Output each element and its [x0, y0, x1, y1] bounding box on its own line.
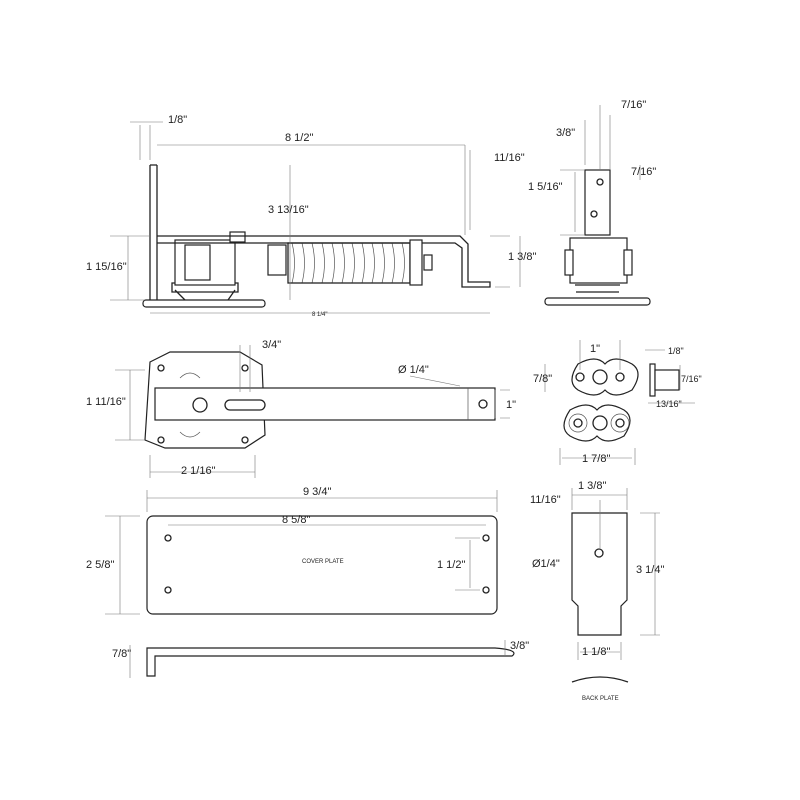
dim-2-1-16: 2 1/16"	[181, 465, 216, 477]
bp-dim-1-3-8: 1 3/8"	[578, 480, 606, 492]
cover-plate: COVER PLATE 9 3/4" 8 5/8" 2 5/8" 1 1/2" …	[86, 486, 529, 678]
dim-9-3-4: 9 3/4"	[303, 486, 331, 498]
end-view: 7/16" 3/8" 7/16" 1 5/16"	[528, 99, 656, 306]
washer-dim-1-7-8: 1 7/8"	[582, 453, 610, 465]
back-plate: 1 3/8" 11/16" Ø1/4" 3 1/4" 1 1/8" BACK P…	[530, 480, 664, 702]
dim-7-16-top: 7/16"	[621, 99, 646, 111]
dim-1-11-16: 1 11/16"	[86, 396, 126, 408]
pin-dim-1-8: 1/8"	[668, 346, 684, 356]
dim-1-5-16: 1 5/16"	[528, 181, 563, 193]
washer-dim-7-8: 7/8"	[533, 373, 552, 385]
dim-1-3-8: 1 3/8"	[508, 251, 536, 263]
pin: 1/8" 7/16" 13/16"	[645, 346, 702, 409]
dim-1: 1"	[506, 399, 516, 411]
dim-1-1-2: 1 1/2"	[437, 559, 465, 571]
dim-3-8: 3/8"	[556, 127, 575, 139]
pin-dim-13-16: 13/16"	[656, 399, 682, 409]
dim-8-1-4: 8 1/4"	[312, 312, 327, 318]
washers: 1" 7/8" 1 7/8"	[533, 340, 639, 465]
spring	[287, 242, 411, 284]
dim-3-8: 3/8"	[510, 640, 529, 652]
bp-dim-1-1-8: 1 1/8"	[582, 646, 610, 658]
bp-dim-3-1-4: 3 1/4"	[636, 564, 664, 576]
bp-dim-dia-1-4: Ø1/4"	[532, 558, 560, 570]
dim-2-5-8: 2 5/8"	[86, 559, 114, 571]
cover-plate-label: COVER PLATE	[302, 559, 344, 565]
top-view: 3/4" Ø 1/4" 1" 1 11/16" 2 1/16"	[86, 339, 516, 478]
side-view: 1/8" 8 1/2" 11/16" 3 13/16" 1 15/16" 1 3…	[86, 114, 536, 318]
pin-dim-7-16: 7/16"	[681, 374, 702, 384]
dim-11-16: 11/16"	[494, 152, 525, 164]
dim-8-5-8: 8 5/8"	[282, 514, 310, 526]
dim-3-13-16: 3 13/16"	[268, 204, 309, 216]
dim-3-4: 3/4"	[262, 339, 281, 351]
dim-dia-1-4: Ø 1/4"	[398, 364, 429, 376]
bp-dim-11-16: 11/16"	[530, 494, 561, 506]
dim-7-8: 7/8"	[112, 648, 131, 660]
dim-1-15-16: 1 15/16"	[86, 261, 127, 273]
back-plate-label: BACK PLATE	[582, 696, 619, 702]
dim-1-8: 1/8"	[168, 114, 187, 126]
dim-8-1-2: 8 1/2"	[285, 132, 313, 144]
dim-7-16-side: 7/16"	[631, 166, 656, 178]
washer-dim-1: 1"	[590, 343, 600, 355]
